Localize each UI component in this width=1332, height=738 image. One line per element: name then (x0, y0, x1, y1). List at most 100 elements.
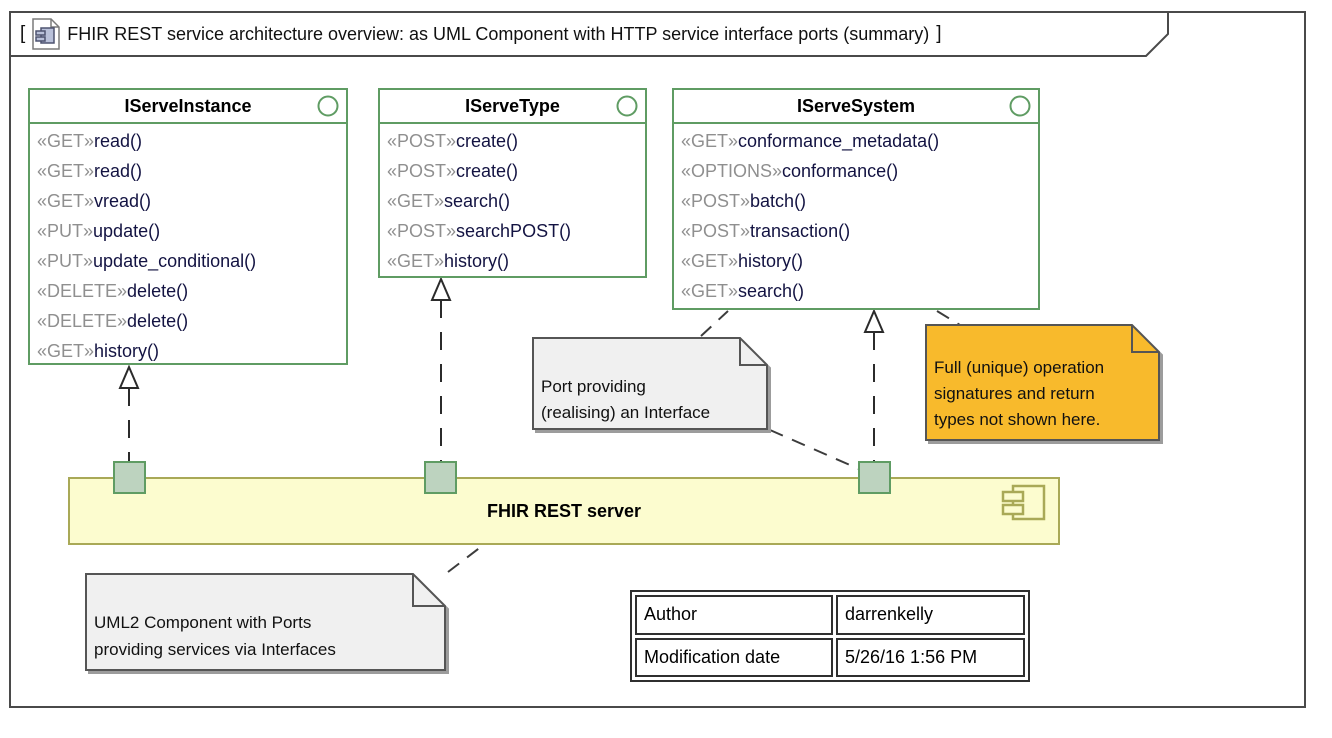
component-icon (1001, 484, 1046, 521)
note-uml2-component[interactable]: UML2 Component with Ports providing serv… (85, 573, 449, 674)
method-item: «POST»transaction() (674, 216, 1038, 246)
method-item: «POST»batch() (674, 186, 1038, 216)
component-fhir-rest-server[interactable]: FHIR REST server (68, 477, 1060, 545)
method-item: «GET»vread() (30, 186, 346, 216)
realization-arrowhead-iservetype (430, 276, 452, 301)
method-name: update_conditional() (93, 251, 257, 271)
method-name: searchPOST() (456, 221, 572, 241)
component-label: FHIR REST server (486, 500, 642, 521)
method-name: history() (738, 251, 804, 271)
diagram-title: [ FHIR REST service architecture overvie… (20, 16, 941, 52)
note-operation-signatures[interactable]: Full (unique) operation signatures and r… (925, 324, 1164, 444)
method-stereotype: «OPTIONS» (681, 161, 783, 181)
method-name: read() (94, 131, 143, 151)
method-name: search() (738, 281, 805, 301)
method-stereotype: «GET» (387, 251, 445, 271)
method-stereotype: «POST» (681, 191, 751, 211)
note-line: signatures and return (934, 384, 1095, 403)
method-stereotype: «GET» (681, 251, 739, 271)
method-item: «GET»search() (674, 276, 1038, 306)
method-name: conformance() (782, 161, 899, 181)
note-line: types not shown here. (934, 410, 1101, 429)
method-item: «GET»conformance_metadata() (674, 126, 1038, 156)
method-item: «OPTIONS»conformance() (674, 156, 1038, 186)
title-text: FHIR REST service architecture overview:… (67, 23, 930, 44)
port-iserveinstance[interactable] (113, 461, 146, 494)
method-stereotype: «GET» (37, 191, 95, 211)
title-close-bracket: ] (936, 23, 942, 44)
method-stereotype: «DELETE» (37, 281, 128, 301)
method-name: search() (444, 191, 511, 211)
note-line: (realising) an Interface (541, 403, 711, 422)
note-line: Full (unique) operation (934, 358, 1105, 377)
method-stereotype: «GET» (387, 191, 445, 211)
interface-name: IServeType (465, 95, 560, 116)
method-stereotype: «DELETE» (37, 311, 128, 331)
method-stereotype: «POST» (681, 221, 751, 241)
note-line: Port providing (541, 377, 646, 396)
method-item: «GET»history() (30, 336, 346, 366)
method-item: «GET»history() (674, 246, 1038, 276)
interface-header: IServeType (380, 90, 645, 124)
title-open-bracket: [ (20, 23, 26, 44)
method-item: «POST»searchPOST() (380, 216, 645, 246)
interface-box-iserveinstance[interactable]: IServeInstance «GET»read()«GET»read()«GE… (28, 88, 348, 365)
methods-list: «GET»read()«GET»read()«GET»vread()«PUT»u… (30, 124, 346, 366)
anchor-portnote-to-port (769, 429, 860, 470)
method-name: batch() (750, 191, 807, 211)
interface-lollipop-icon (616, 95, 638, 117)
method-name: create() (456, 161, 519, 181)
method-stereotype: «GET» (37, 341, 95, 361)
method-stereotype: «GET» (681, 281, 739, 301)
method-stereotype: «GET» (37, 161, 95, 181)
method-name: update() (93, 221, 161, 241)
interface-name: IServeSystem (796, 95, 916, 116)
method-name: delete() (127, 311, 189, 331)
method-name: vread() (94, 191, 152, 211)
method-stereotype: «POST» (387, 161, 457, 181)
note-line: UML2 Component with Ports (94, 613, 312, 632)
method-stereotype: «POST» (387, 131, 457, 151)
method-name: transaction() (750, 221, 851, 241)
methods-list: «GET»conformance_metadata()«OPTIONS»conf… (674, 124, 1038, 306)
modification-date-label-cell: Modification date (635, 637, 833, 677)
methods-list: «POST»create()«POST»create()«GET»search(… (380, 124, 645, 276)
anchor-componentnote-to-component (447, 545, 483, 573)
method-name: create() (456, 131, 519, 151)
method-stereotype: «PUT» (37, 251, 94, 271)
method-name: history() (444, 251, 510, 271)
interface-lollipop-icon (1009, 95, 1031, 117)
method-item: «PUT»update_conditional() (30, 246, 346, 276)
interface-lollipop-icon (317, 95, 339, 117)
method-item: «DELETE»delete() (30, 276, 346, 306)
interface-box-iservetype[interactable]: IServeType «POST»create()«POST»create()«… (378, 88, 647, 278)
interface-name: IServeInstance (124, 95, 252, 116)
method-name: conformance_metadata() (738, 131, 940, 151)
method-stereotype: «GET» (681, 131, 739, 151)
anchor-portnote-to-iservesystem (700, 310, 729, 337)
author-value-cell: darrenkelly (836, 595, 1025, 635)
method-item: «GET»history() (380, 246, 645, 276)
method-item: «POST»create() (380, 126, 645, 156)
port-iservesystem[interactable] (858, 461, 891, 494)
port-iservetype[interactable] (424, 461, 457, 494)
method-stereotype: «PUT» (37, 221, 94, 241)
method-name: history() (94, 341, 160, 361)
realization-arrowhead-iservesystem (863, 308, 885, 333)
note-port-providing[interactable]: Port providing (realising) an Interface (532, 337, 771, 433)
modification-date-value-cell: 5/26/16 1:56 PM (836, 637, 1025, 677)
interface-header: IServeSystem (674, 90, 1038, 124)
interface-box-iservesystem[interactable]: IServeSystem «GET»conformance_metadata()… (672, 88, 1040, 310)
method-item: «DELETE»delete() (30, 306, 346, 336)
realization-arrowhead-iserveinstance (118, 364, 140, 389)
author-label-cell: Author (635, 595, 833, 635)
info-table[interactable]: Author darrenkelly Modification date 5/2… (630, 590, 1030, 682)
method-item: «POST»create() (380, 156, 645, 186)
method-item: «GET»read() (30, 156, 346, 186)
method-item: «PUT»update() (30, 216, 346, 246)
method-name: read() (94, 161, 143, 181)
method-item: «GET»search() (380, 186, 645, 216)
method-name: delete() (127, 281, 189, 301)
interface-header: IServeInstance (30, 90, 346, 124)
method-item: «GET»read() (30, 126, 346, 156)
